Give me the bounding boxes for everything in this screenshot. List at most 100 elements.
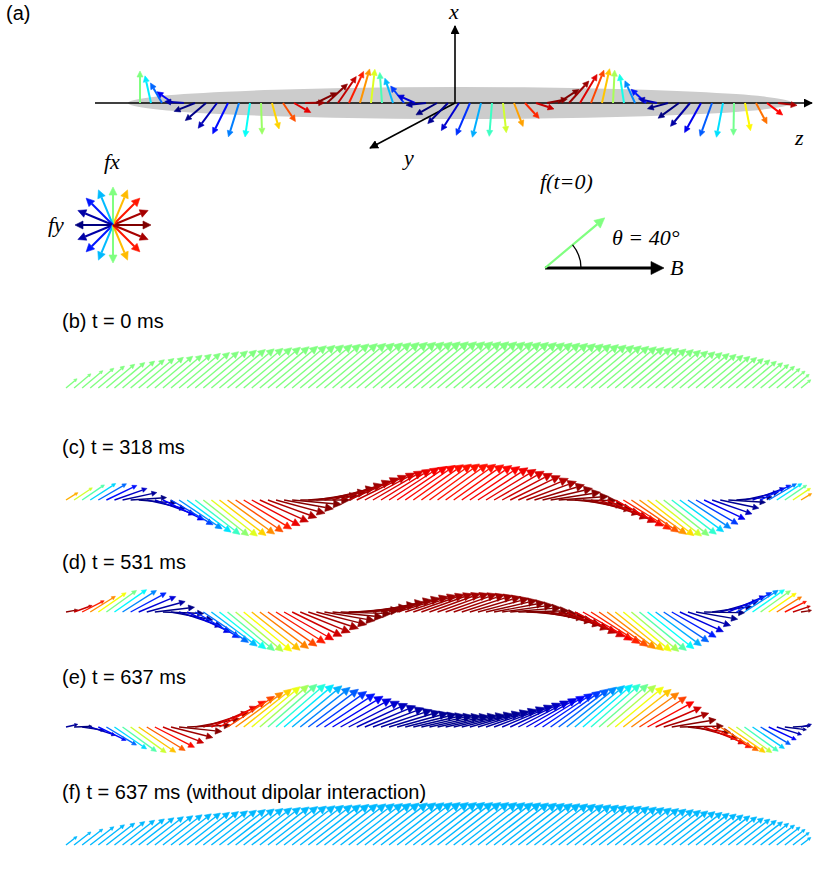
spin-arrow-head — [111, 596, 115, 600]
spin-arrow-head — [786, 591, 791, 595]
spin-arrow-head — [685, 126, 691, 133]
spin-arrow-head — [625, 345, 634, 353]
spin-arrow — [371, 75, 374, 103]
spin-arrow-head — [275, 644, 283, 652]
color-wheel-arrow-head — [98, 190, 105, 199]
spin-arrow-head — [308, 684, 316, 692]
spin-arrow-head — [771, 361, 776, 366]
spin-arrow — [793, 834, 807, 845]
spin-arrow — [728, 500, 760, 502]
spin-arrow-head — [75, 724, 78, 727]
spin-arrow-head — [753, 504, 759, 510]
spin-arrow-head — [686, 350, 694, 357]
color-wheel-arrow-head — [139, 210, 148, 217]
spin-arrow — [219, 354, 259, 388]
spin-arrow-head — [640, 684, 648, 692]
spin-arrow-head — [168, 358, 174, 364]
spin-arrow-head — [186, 356, 192, 362]
spin-arrow-head — [74, 836, 77, 839]
spin-arrow-head — [398, 95, 405, 100]
spin-arrow-head — [325, 504, 334, 512]
spin-arrow-head — [231, 352, 238, 359]
spin-arrow-head — [678, 809, 686, 816]
spin-arrow-head — [631, 89, 637, 95]
spin-arrow-head — [240, 811, 248, 818]
spin-arrow — [514, 103, 521, 121]
spin-arrow-head — [776, 109, 783, 115]
spin-arrow-head — [157, 92, 164, 98]
color-wheel-arrow — [112, 195, 114, 225]
spin-arrow — [131, 363, 161, 388]
spin-arrow — [114, 824, 141, 845]
spin-arrow — [190, 103, 206, 117]
spin-arrow — [490, 103, 492, 130]
spin-arrow-head — [89, 488, 92, 491]
spin-arrow-head — [241, 529, 249, 536]
color-wheel-arrow-head — [139, 233, 148, 240]
spin-arrow — [793, 490, 808, 500]
x-axis — [454, 26, 456, 103]
spin-texture — [66, 684, 812, 753]
spin-arrow-head — [308, 511, 317, 518]
spin-arrow-head — [174, 106, 181, 112]
spin-arrow-head — [803, 601, 807, 604]
spin-arrow — [744, 593, 774, 612]
spin-arrow — [728, 821, 759, 845]
spin-arrow-head — [723, 621, 730, 627]
spin-arrow-head — [757, 359, 763, 365]
spin-arrow-head — [206, 733, 213, 739]
spin-arrow — [131, 498, 162, 500]
spin-arrow — [147, 361, 179, 388]
spin-arrow-head — [715, 812, 722, 819]
spin-arrow-head — [471, 131, 477, 138]
spin-arrow-head — [686, 702, 694, 709]
spin-arrow-head — [249, 350, 257, 357]
spin-arrow-head — [708, 812, 715, 819]
spin-arrow — [631, 813, 672, 845]
spin-arrow — [623, 813, 665, 845]
spin-arrow-head — [700, 351, 708, 358]
spin-arrow-head — [366, 694, 375, 702]
spin-arrow-head — [790, 825, 794, 829]
spin-arrow — [801, 495, 809, 500]
spin-arrow-head — [605, 69, 611, 76]
spin-arrow — [445, 103, 459, 126]
spin-arrow-head — [141, 590, 146, 595]
spin-arrow — [623, 694, 665, 727]
spin-arrow — [778, 103, 791, 105]
spin-arrow-head — [671, 348, 679, 356]
spin-arrow-head — [638, 97, 645, 103]
angle-arc — [573, 245, 581, 268]
spin-arrow-head — [240, 351, 248, 358]
spin-arrow — [656, 355, 696, 388]
spin-arrow — [284, 690, 327, 727]
spin-arrow-head — [715, 131, 721, 137]
spin-arrow — [139, 362, 170, 388]
spin-arrow — [74, 376, 89, 388]
spin-arrow-head — [802, 371, 805, 374]
spin-arrow — [648, 500, 689, 531]
spin-arrow — [486, 474, 529, 500]
spin-arrow-head — [160, 747, 166, 752]
spin-arrow — [114, 366, 141, 388]
spin-arrow-head — [391, 86, 397, 93]
spin-texture — [66, 342, 811, 388]
spin-arrow-head — [195, 815, 202, 821]
spin-arrow — [252, 612, 294, 646]
y-axis — [370, 103, 455, 148]
spin-arrow-head — [663, 689, 671, 697]
color-wheel-arrow-head — [109, 255, 117, 263]
spin-arrow — [66, 838, 75, 845]
spin-arrow — [623, 353, 665, 388]
spin-arrow-head — [266, 349, 274, 356]
color-wheel-arrow-head — [86, 198, 94, 206]
spin-arrow — [503, 103, 506, 127]
spin-arrow — [203, 355, 242, 388]
spin-arrow-head — [808, 609, 811, 612]
spin-arrow — [648, 354, 688, 388]
spin-arrow — [648, 814, 688, 845]
spin-arrow — [66, 725, 75, 727]
spin-arrow — [272, 103, 277, 123]
spin-arrow — [744, 823, 772, 845]
spin-arrow-head — [213, 353, 220, 360]
